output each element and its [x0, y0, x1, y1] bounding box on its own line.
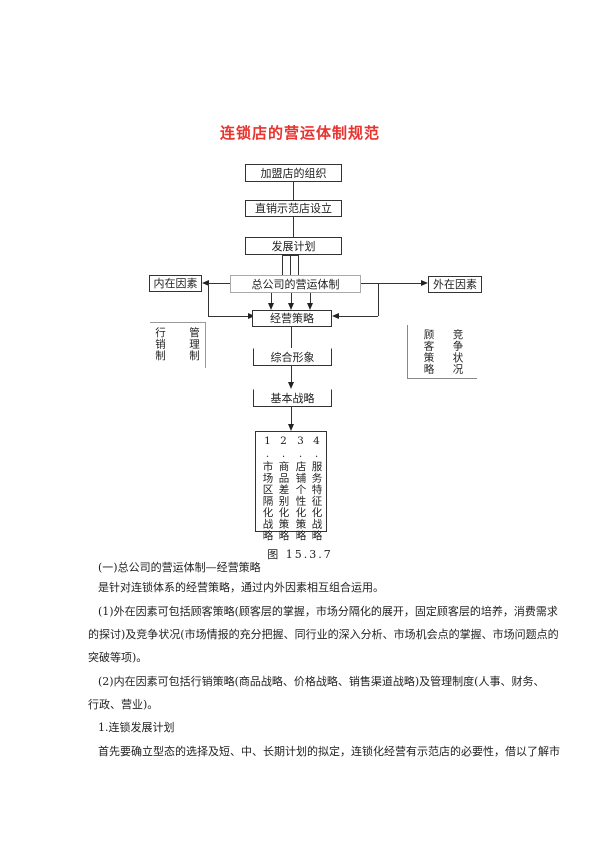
connector: [298, 255, 299, 275]
connector: [291, 366, 292, 385]
strategy-4: 4.服务特征化战略: [310, 435, 323, 542]
arrow-right-icon: [248, 313, 255, 319]
connector: [290, 255, 291, 275]
section-heading: (一)总公司的营运体制—经营策略: [98, 561, 261, 574]
box-corporate-image: 综合形象: [253, 348, 332, 366]
arrow-down-icon: [288, 424, 294, 431]
paragraph-line: 首先要确立型态的选择及短、中、长期计划的拟定，连锁化经营有示范店的必要性，借以了…: [98, 745, 560, 758]
connector: [282, 255, 298, 256]
customer-strategy-column: 顾客策略: [422, 329, 435, 375]
internal-factor-panel: 行销制 管理制: [150, 322, 206, 368]
connector: [293, 182, 294, 200]
paragraph-line: 行政、营业)。: [88, 698, 159, 711]
arrow-down-icon: [288, 303, 294, 310]
figure-caption: 图 15.3.7: [267, 548, 333, 561]
arrow-left-icon: [202, 280, 209, 286]
strategy-2: 2.商品差别化策略: [277, 435, 290, 542]
connector: [209, 283, 230, 284]
connector: [361, 283, 421, 284]
connector: [208, 283, 209, 316]
paragraph-line: 突破等项)。: [88, 651, 148, 664]
connector: [336, 316, 378, 317]
marketing-column: 行销制: [154, 327, 166, 362]
arrow-down-icon: [307, 303, 313, 310]
arrow-left-icon: [332, 313, 339, 319]
box-internal-factor: 内在因素: [149, 275, 202, 292]
connector: [310, 293, 311, 306]
paragraph-line: (2)内在因素可包括行销策略(商品战略、价格战略、销售渠道战略)及管理制度(人事…: [98, 675, 545, 688]
strategy-3: 3.店铺个性化策略: [294, 435, 307, 542]
connector: [271, 293, 272, 306]
arrow-down-icon: [288, 382, 294, 389]
subsection-heading: 1.连锁发展计划: [98, 721, 175, 734]
competition-column: 竞争状况: [451, 329, 464, 375]
strategy-1: 1.市场区隔化战略: [261, 435, 274, 542]
connector: [291, 327, 292, 348]
box-development-plan: 发展计划: [245, 237, 342, 255]
external-factor-panel: 顾客策略 竞争状况: [407, 325, 477, 379]
paragraph-line: 的探讨)及竞争状况(市场情报的充分把握、同行业的深入分析、市场机会点的掌握、市场…: [88, 628, 559, 641]
arrow-down-icon: [268, 303, 274, 310]
connector: [282, 255, 283, 275]
connector: [378, 283, 379, 316]
page-title: 连锁店的营运体制规范: [219, 124, 380, 142]
connector: [291, 407, 292, 427]
connector: [208, 316, 252, 317]
box-direct-store: 直销示范店设立: [245, 200, 342, 217]
box-external-factor: 外在因素: [428, 276, 482, 293]
arrow-right-icon: [421, 280, 428, 286]
box-franchise-org: 加盟店的组织: [245, 164, 342, 182]
box-business-strategy: 经营策略: [252, 310, 332, 327]
strategy-list-box: 1.市场区隔化战略 2.商品差别化策略 3.店铺个性化策略 4.服务特征化战略: [255, 431, 327, 542]
paragraph-line: 是针对连锁体系的经营策略，通过内外因素相互组合运用。: [98, 581, 384, 594]
connector: [293, 217, 294, 237]
connector: [291, 293, 292, 306]
box-hq-operation: 总公司的营运体制: [230, 275, 361, 293]
box-basic-strategy: 基本战略: [253, 389, 332, 407]
management-column: 管理制: [188, 327, 200, 362]
paragraph-line: (1)外在因素可包括顾客策略(顾客层的掌握，市场分隔化的展开，固定顾客层的培养，…: [98, 605, 558, 618]
